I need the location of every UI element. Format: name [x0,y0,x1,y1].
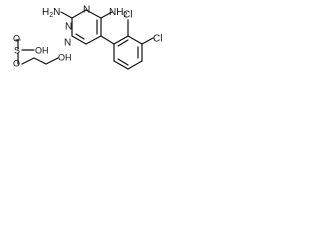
chemical-structure: H2N NH2 N N N Cl Cl O S OH O OH [13,5,162,70]
ethanol-hydroxyl: OH [58,52,72,62]
triazine-ring [71,9,102,45]
amino-groups [60,11,113,19]
ring-nitrogen-top: N [83,5,90,16]
sulfonate-oxygen-top: O [13,33,20,43]
sulfonate-sulfur: S [14,45,20,55]
sulfonate-hydroxyl: OH [35,45,49,55]
amine-right-label: NH2 [109,7,127,19]
chloro-top-label: Cl [123,10,132,21]
phenyl-ring [100,19,154,70]
ring-nitrogen-bottom: N [64,38,71,49]
chloro-right-label: Cl [153,34,162,45]
sulfonate-oxygen-bottom: O [13,58,20,68]
ring-nitrogen-left: N [65,22,72,33]
ethanol-sulfonic-acid [15,39,59,65]
amine-left-label: H2N [42,7,60,19]
